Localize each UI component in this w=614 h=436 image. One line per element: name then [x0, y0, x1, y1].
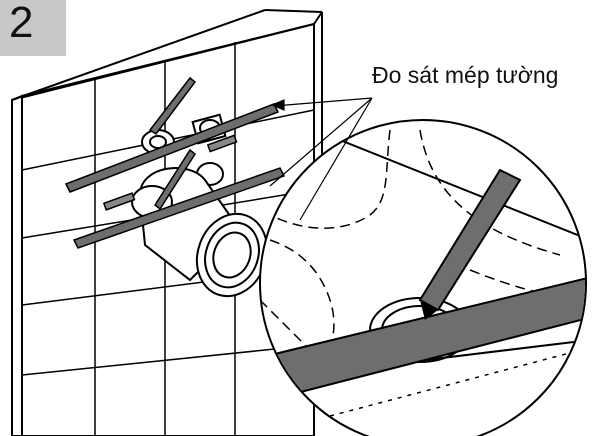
callout-pointers — [269, 97, 373, 187]
step-badge: 2 — [0, 0, 66, 56]
mounting-screws — [102, 134, 238, 211]
magnified-level-bar — [261, 273, 585, 407]
pencils-small — [148, 76, 197, 211]
step-number: 2 — [9, 0, 34, 47]
magnified-pencil — [418, 168, 522, 312]
callout-label: Đo sát mép tường — [372, 62, 559, 88]
level-bars — [64, 103, 286, 249]
detail-magnifier — [259, 119, 587, 436]
